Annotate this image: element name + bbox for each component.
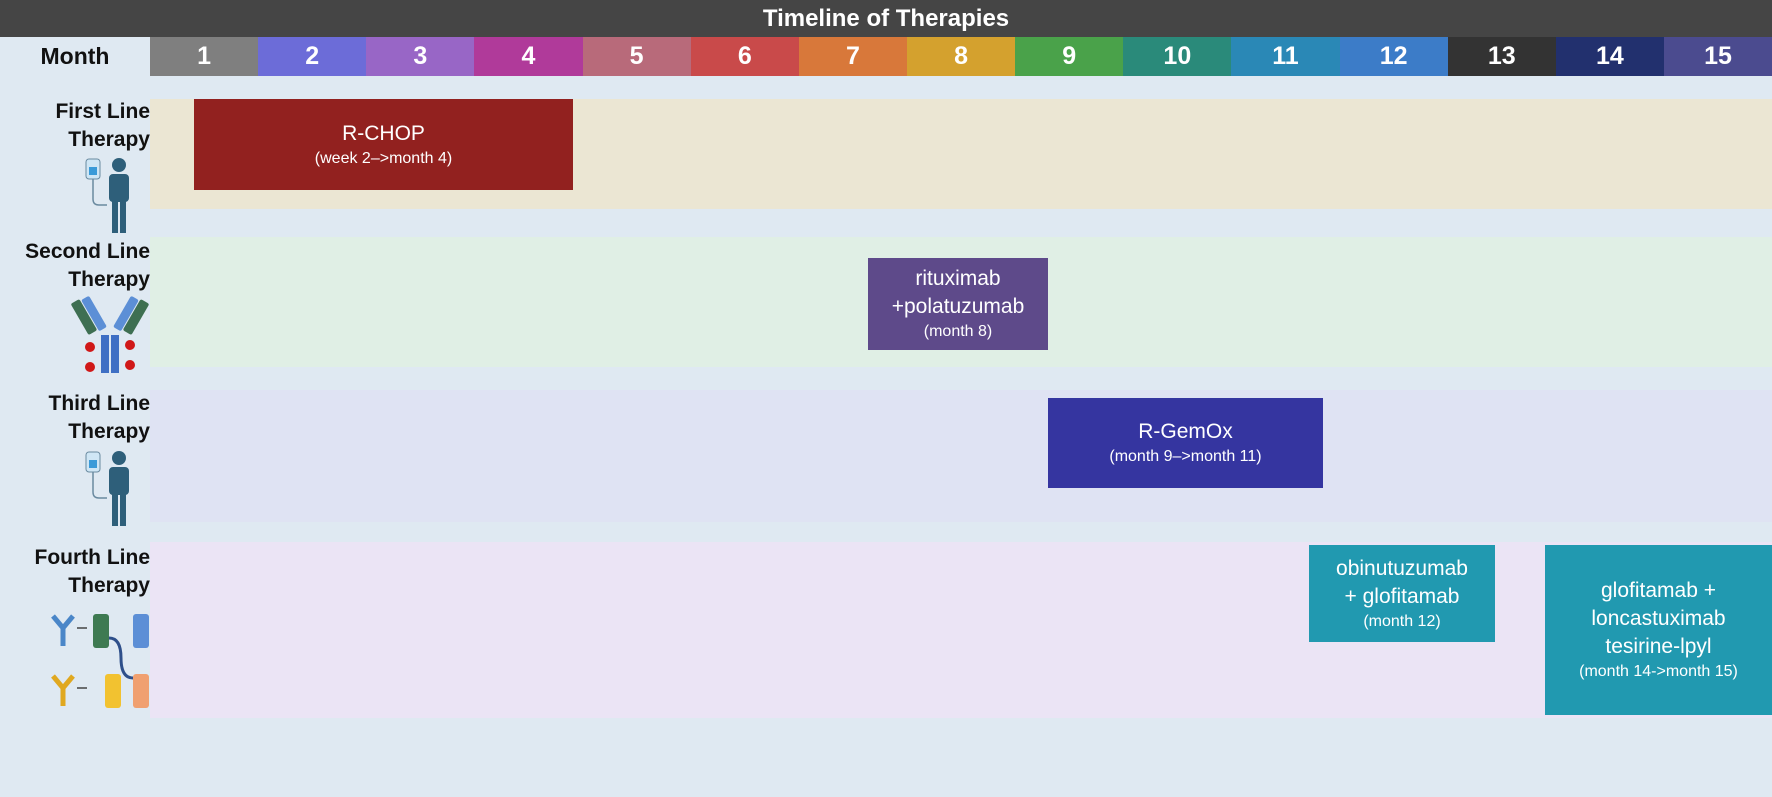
therapy-rituximab-polatuzumab: rituximab +polatuzumab (month 8) bbox=[868, 258, 1048, 350]
iv-patient-icon bbox=[85, 451, 129, 526]
therapy-glofitamab-loncastuximab: glofitamab + loncastuximab tesirine-lpyl… bbox=[1545, 545, 1772, 715]
therapy-name: obinutuzumab + glofitamab bbox=[1336, 556, 1468, 608]
month-cell-4: 4 bbox=[474, 37, 583, 76]
month-cell-2: 2 bbox=[258, 37, 367, 76]
therapy-timing: (month 14->month 15) bbox=[1579, 663, 1738, 680]
therapy-timing: (month 9–>month 11) bbox=[1109, 448, 1262, 465]
month-cell-6: 6 bbox=[690, 37, 799, 76]
month-cell-12: 12 bbox=[1339, 37, 1448, 76]
month-cell-9: 9 bbox=[1015, 37, 1124, 76]
month-cell-15: 15 bbox=[1663, 37, 1772, 76]
therapy-name: R-CHOP bbox=[342, 121, 425, 145]
timeline-title: Timeline of Therapies bbox=[0, 0, 1772, 37]
antibody-drug-conjugate-icon bbox=[71, 296, 149, 373]
therapy-timing: (week 2–>month 4) bbox=[314, 149, 453, 167]
month-cell-10: 10 bbox=[1123, 37, 1232, 76]
label-line2: Therapy bbox=[68, 574, 150, 597]
therapy-obinutuzumab-glofitamab: obinutuzumab + glofitamab (month 12) bbox=[1309, 545, 1495, 642]
month-cell-1: 1 bbox=[150, 37, 259, 76]
month-label: Month bbox=[40, 43, 110, 69]
therapy-name: glofitamab + loncastuximab tesirine-lpyl bbox=[1591, 579, 1726, 658]
therapy-r-chop: R-CHOP (week 2–>month 4) bbox=[194, 99, 573, 190]
label-line1: First Line bbox=[55, 100, 150, 123]
therapy-timing: (month 8) bbox=[923, 323, 993, 340]
month-cell-14: 14 bbox=[1555, 37, 1664, 76]
month-cell-5: 5 bbox=[582, 37, 691, 76]
therapy-name: R-GemOx bbox=[1138, 420, 1233, 443]
label-line1: Third Line bbox=[48, 392, 151, 415]
label-line2: Therapy bbox=[68, 268, 150, 291]
therapy-name: rituximab +polatuzumab bbox=[891, 267, 1025, 318]
third-line-row bbox=[150, 390, 1772, 522]
iv-patient-icon bbox=[85, 158, 129, 233]
month-cell-7: 7 bbox=[798, 37, 907, 76]
label-line1: Fourth Line bbox=[34, 546, 150, 569]
month-cell-13: 13 bbox=[1447, 37, 1556, 76]
month-cell-11: 11 bbox=[1231, 37, 1340, 76]
month-cell-3: 3 bbox=[366, 37, 475, 76]
label-line2: Therapy bbox=[68, 420, 150, 443]
label-line1: Second Line bbox=[25, 240, 150, 263]
month-cell-8: 8 bbox=[906, 37, 1016, 76]
therapy-timing: (month 12) bbox=[1363, 612, 1441, 630]
bispecific-antibody-icon bbox=[51, 614, 149, 708]
label-line2: Therapy bbox=[68, 128, 150, 151]
fourth-line-row bbox=[150, 542, 1772, 718]
therapy-r-gemox: R-GemOx (month 9–>month 11) bbox=[1048, 398, 1323, 488]
